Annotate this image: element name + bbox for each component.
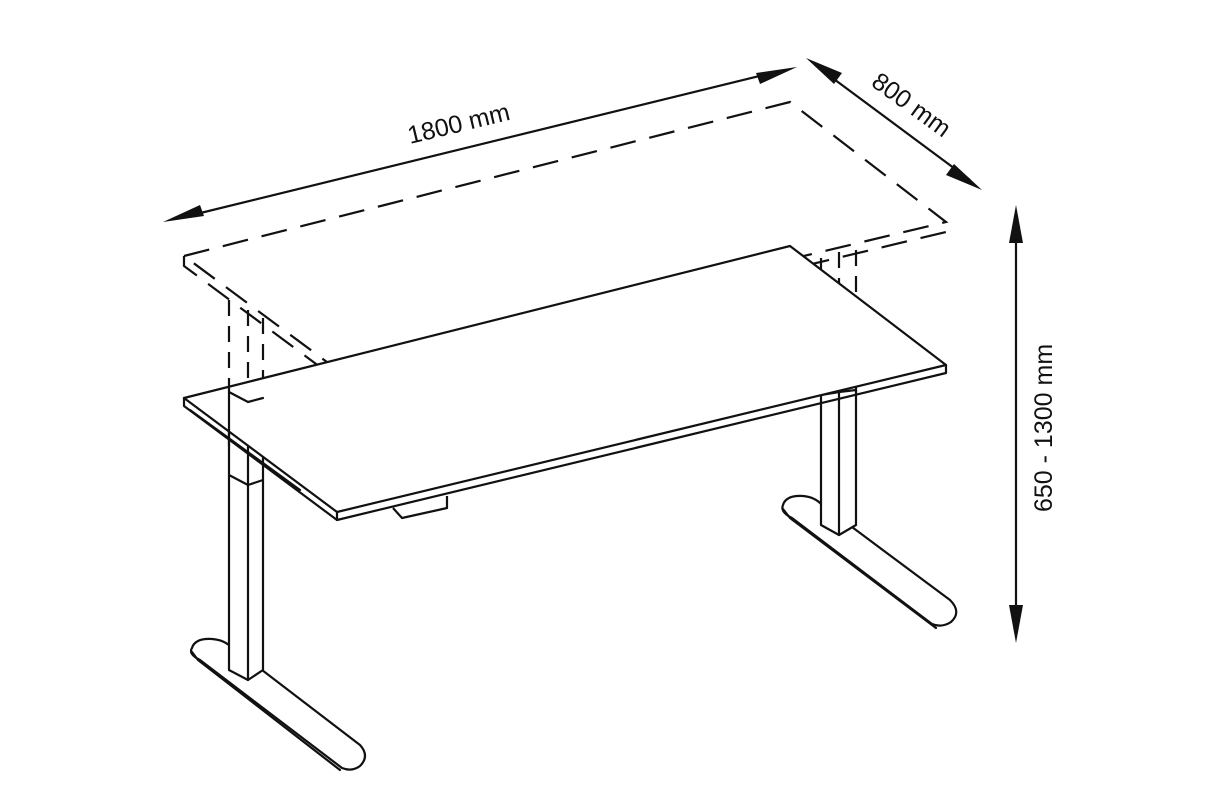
height-label: 650 - 1300 mm bbox=[1030, 344, 1058, 512]
left-foot bbox=[189, 637, 367, 772]
left-leg-upper-section bbox=[227, 386, 265, 452]
arrow-right-icon bbox=[756, 67, 797, 84]
arrow-left-icon bbox=[163, 205, 204, 222]
right-leg-column bbox=[819, 388, 858, 537]
depth-label: 800 mm bbox=[866, 67, 956, 143]
right-foot bbox=[781, 494, 958, 630]
depth-dimension: 800 mm bbox=[806, 58, 982, 190]
arrow-down-right-icon bbox=[946, 164, 982, 190]
arrow-up-icon bbox=[1009, 205, 1023, 243]
arrow-down-icon bbox=[1009, 605, 1023, 643]
width-label: 1800 mm bbox=[405, 98, 513, 150]
lowered-desktop bbox=[182, 244, 948, 522]
left-leg-column bbox=[227, 448, 265, 682]
width-dimension: 1800 mm bbox=[163, 67, 797, 222]
arrow-up-left-icon bbox=[806, 58, 842, 84]
height-dimension: 650 - 1300 mm bbox=[1009, 205, 1058, 643]
